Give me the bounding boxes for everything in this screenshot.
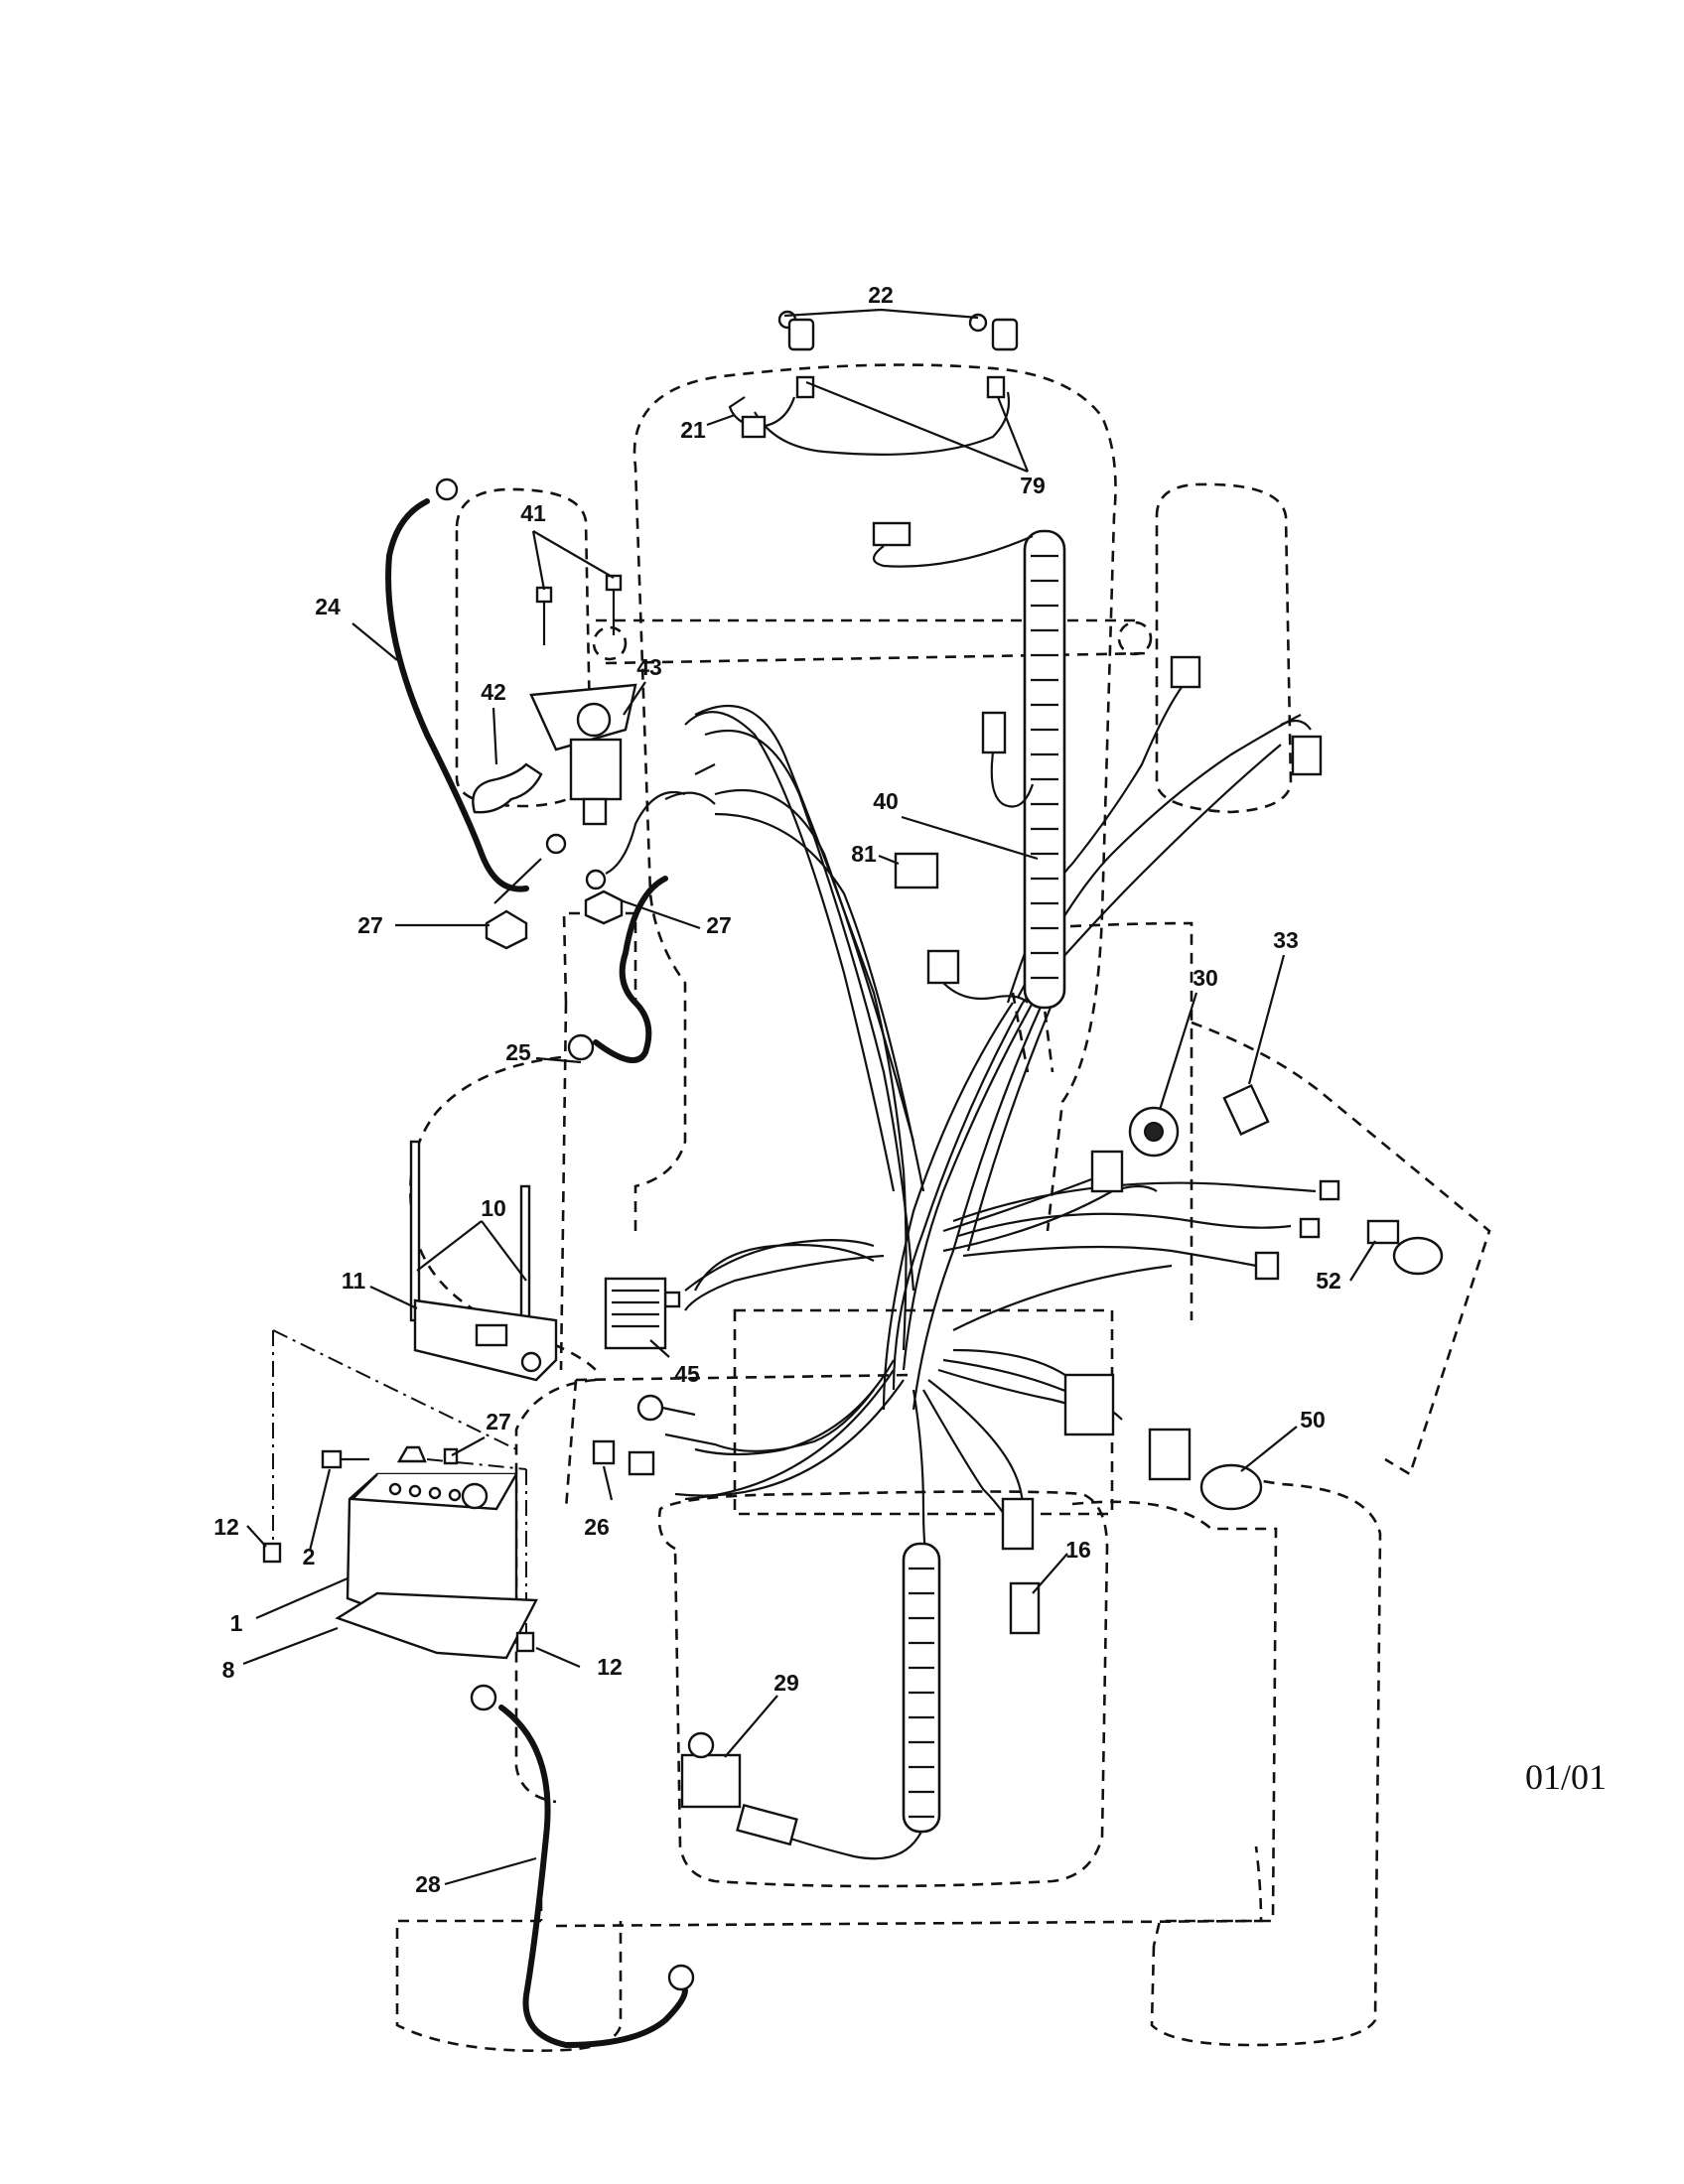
callout-52: 52 bbox=[1316, 1268, 1341, 1294]
callout-45: 45 bbox=[674, 1361, 700, 1387]
connector-26b bbox=[628, 1450, 655, 1476]
callout-27-mid: 27 bbox=[706, 912, 732, 938]
callout-28: 28 bbox=[415, 1871, 441, 1897]
callout-42: 42 bbox=[481, 679, 506, 705]
battery-tray-8 bbox=[335, 1591, 538, 1660]
connector-26 bbox=[592, 1439, 616, 1465]
callout-1: 1 bbox=[230, 1610, 243, 1636]
battery-hold-down bbox=[409, 1140, 558, 1382]
callout-10: 10 bbox=[481, 1195, 506, 1221]
callout-29: 29 bbox=[773, 1670, 799, 1696]
seat-switch-29 bbox=[680, 1731, 742, 1809]
callout-16: 16 bbox=[1065, 1537, 1091, 1563]
page-code: 01/01 bbox=[1525, 1757, 1607, 1797]
callout-79: 79 bbox=[1020, 473, 1046, 498]
callout-24: 24 bbox=[315, 594, 341, 619]
callout-2: 2 bbox=[303, 1544, 316, 1570]
switch-33 bbox=[1222, 1083, 1270, 1137]
callout-25: 25 bbox=[505, 1039, 531, 1065]
callout-41: 41 bbox=[520, 500, 546, 526]
callout-26: 26 bbox=[584, 1514, 610, 1540]
terminal-bolt-2 bbox=[321, 1445, 459, 1469]
callout-27-left: 27 bbox=[357, 912, 383, 938]
callout-40: 40 bbox=[873, 788, 899, 814]
main-harness-wires bbox=[605, 674, 1317, 1570]
ignition-switch-30-center bbox=[1144, 1122, 1164, 1142]
module-45 bbox=[604, 1277, 667, 1350]
callout-11: 11 bbox=[342, 1268, 366, 1294]
light-52 bbox=[1366, 1219, 1444, 1276]
solenoid-assembly bbox=[472, 574, 637, 950]
coiled-wrap-lower bbox=[783, 1542, 941, 1860]
cable-24 bbox=[385, 498, 529, 892]
callout-22: 22 bbox=[868, 282, 894, 308]
callout-50: 50 bbox=[1300, 1407, 1326, 1433]
cable-28 bbox=[498, 1705, 688, 2049]
callout-8: 8 bbox=[222, 1657, 235, 1683]
callout-81: 81 bbox=[851, 841, 877, 867]
callout-43: 43 bbox=[636, 654, 662, 680]
callout-labels: 22 21 79 41 24 43 42 40 81 27 27 25 33 3… bbox=[213, 282, 1341, 1897]
callout-33: 33 bbox=[1273, 927, 1299, 953]
battery-cables bbox=[385, 498, 688, 2049]
callout-21: 21 bbox=[680, 417, 706, 443]
leader-lines bbox=[242, 308, 1376, 1886]
callout-30: 30 bbox=[1193, 965, 1218, 991]
ring-terminal bbox=[636, 1394, 664, 1422]
callout-12-right: 12 bbox=[597, 1654, 623, 1680]
harness-connectors bbox=[633, 521, 1340, 1551]
relay-81 bbox=[894, 852, 939, 889]
cable-25 bbox=[593, 876, 668, 1063]
clip-12-right bbox=[515, 1631, 535, 1653]
callout-12-left: 12 bbox=[213, 1514, 239, 1540]
switch-50 bbox=[1148, 1428, 1263, 1511]
coiled-wrap-40 bbox=[1023, 529, 1066, 1010]
seat-switch-plug bbox=[736, 1803, 798, 1846]
headlight-harness-21 bbox=[728, 310, 1019, 456]
tractor-outline bbox=[395, 363, 1491, 2053]
callout-27-battery: 27 bbox=[486, 1409, 511, 1434]
clip-12-left bbox=[262, 1542, 282, 1564]
